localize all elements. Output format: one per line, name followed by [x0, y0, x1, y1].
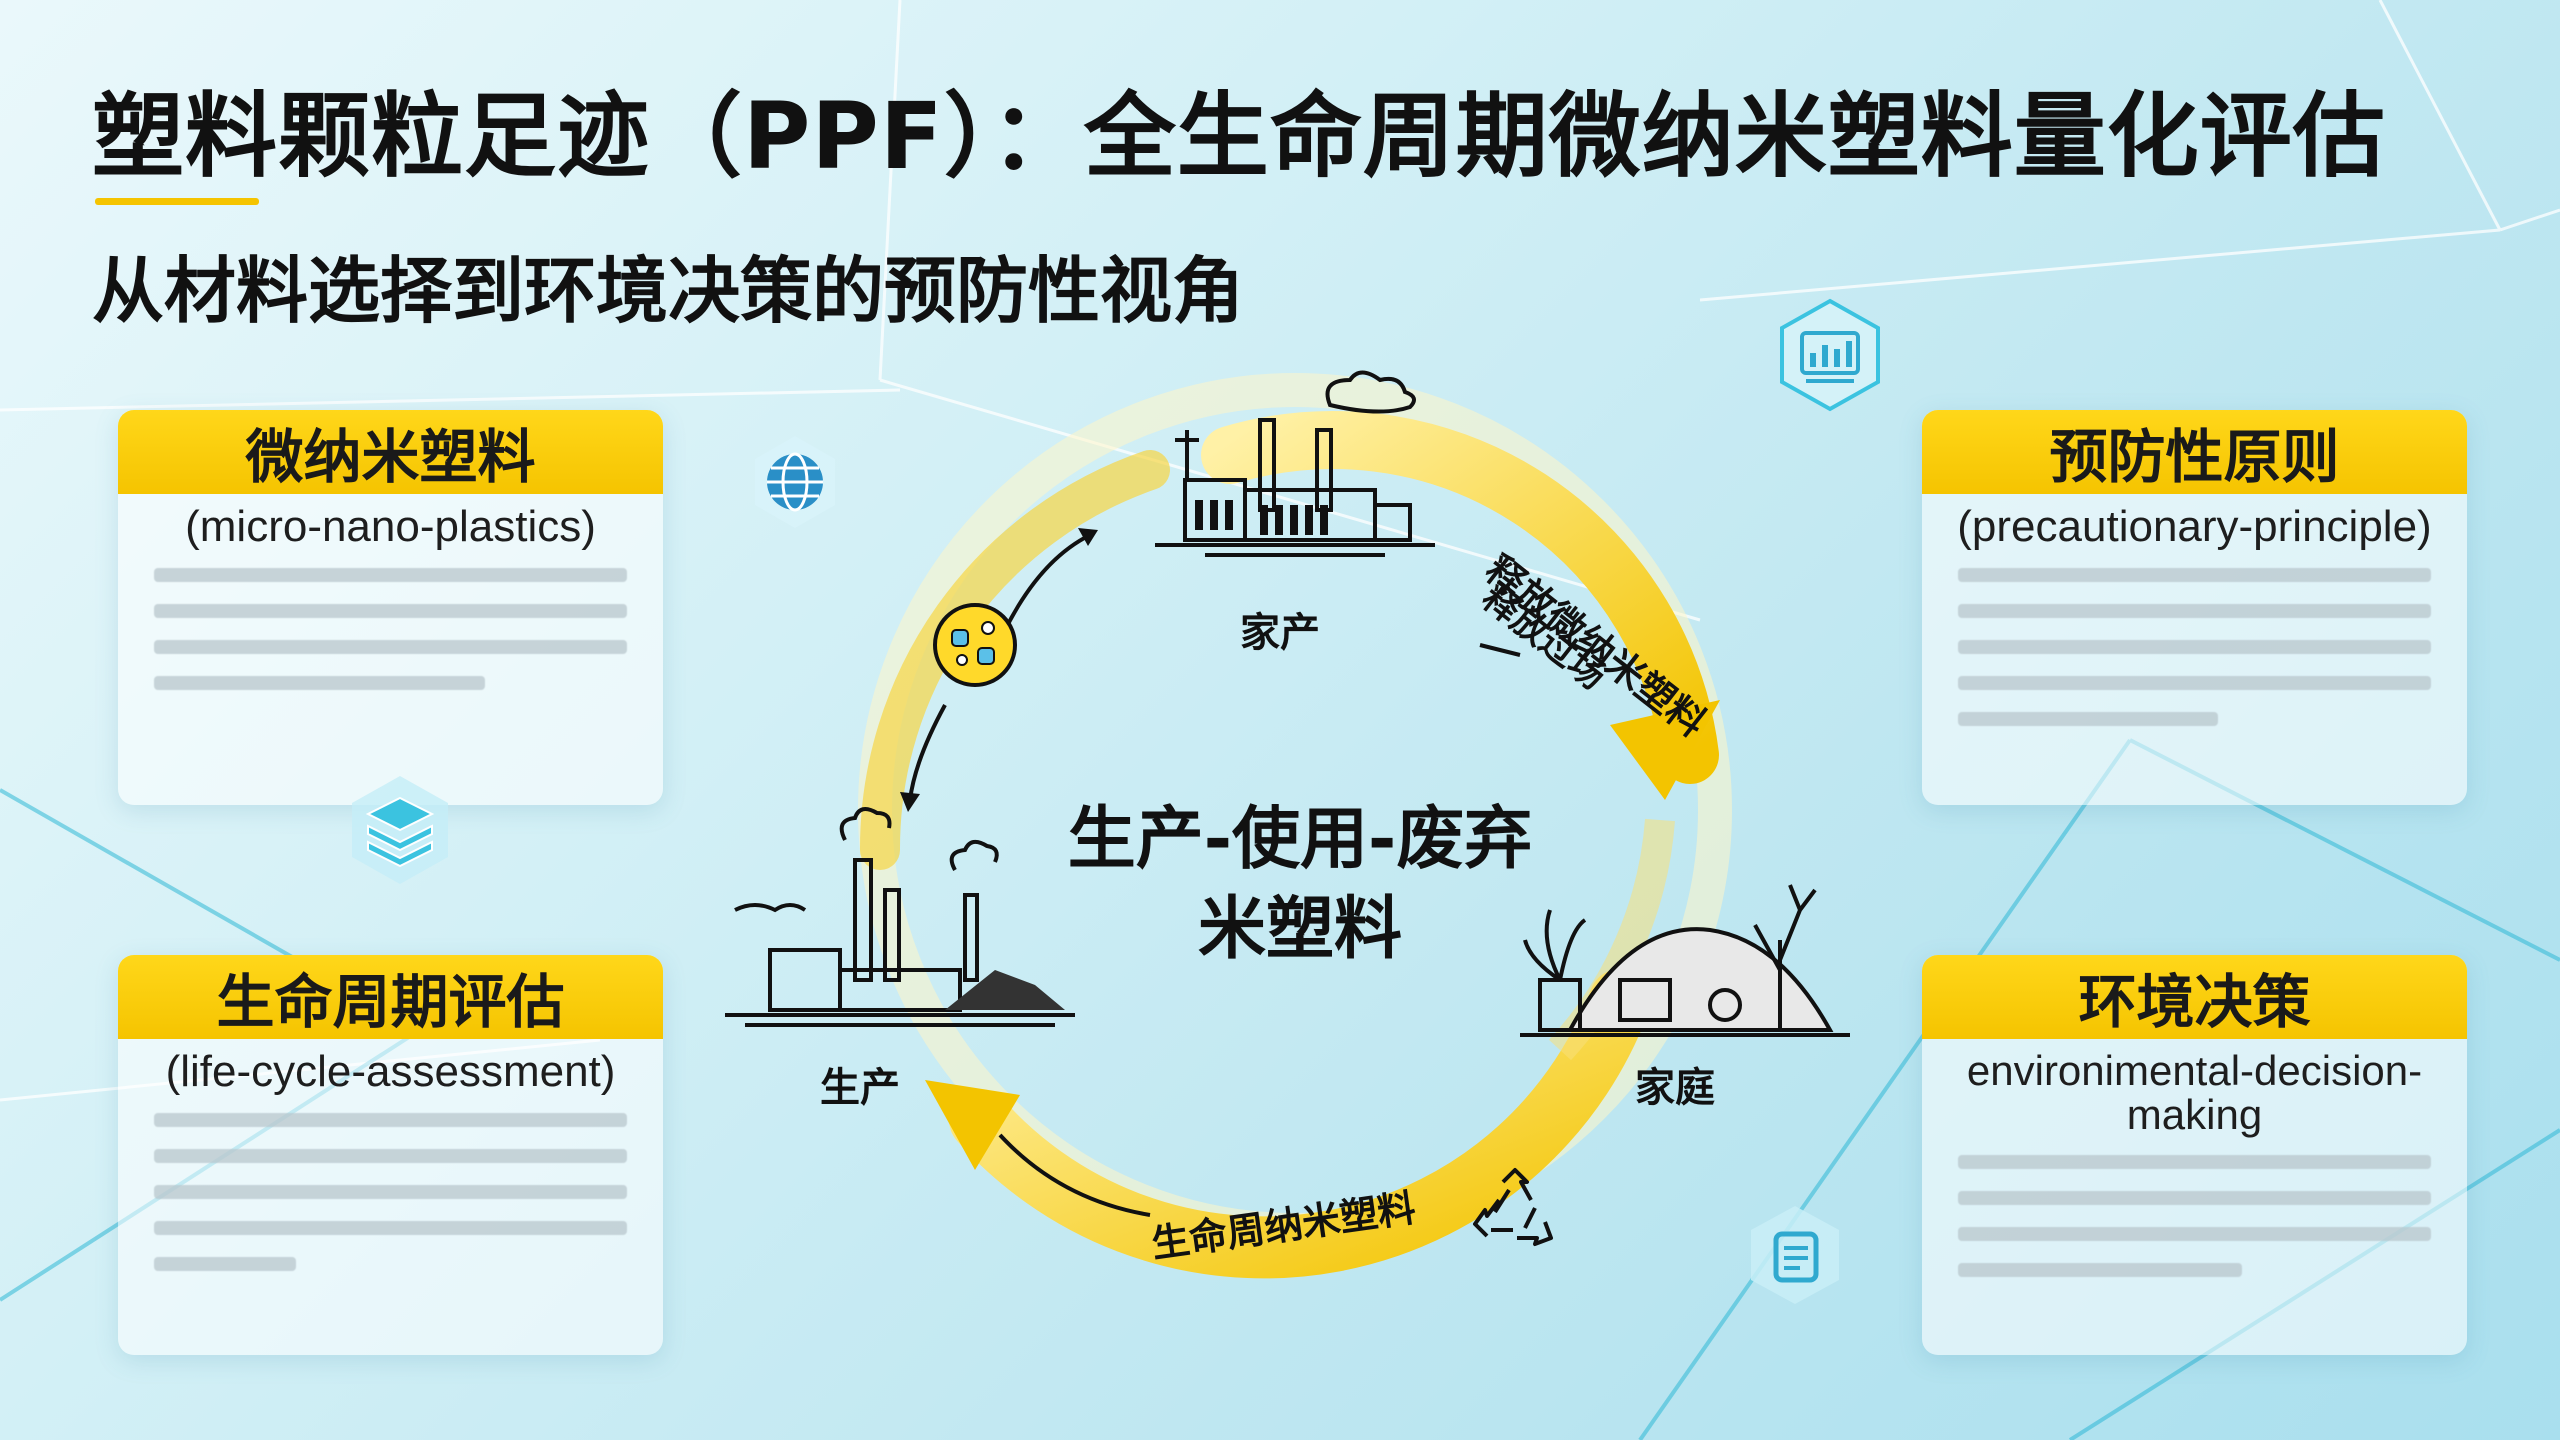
node-label-factory: 家产 [1240, 610, 1320, 656]
card-heading: 环境决策 [1922, 955, 2467, 1039]
card-english-label: (life-cycle-assessment) [165, 1047, 616, 1096]
node-label-production: 生产 [820, 1065, 900, 1111]
node-label-household: 家庭 [1635, 1065, 1715, 1111]
card-english-label: (micro-nano-plastics) [185, 502, 596, 551]
production-factory-icon [715, 800, 1085, 1050]
page-subtitle: 从材料选择到环境决策的预防性视角 [92, 249, 1245, 333]
card-heading: 生命周期评估 [118, 955, 663, 1039]
card-blurred-body [1958, 568, 2431, 727]
card-blurred-body [154, 1113, 627, 1272]
title-underline [95, 198, 259, 205]
layers-icon [340, 770, 460, 890]
card-micro-nano-plastics: 微纳米塑料 (micro-nano-plastics) [118, 410, 663, 805]
card-english-label: environimental-decision-making [1966, 1047, 2423, 1139]
recycle-icon [1465, 1160, 1565, 1260]
globe-icon [745, 432, 845, 532]
card-blurred-body [154, 568, 627, 691]
card-precautionary-principle: 预防性原则 (precautionary-principle) [1922, 410, 2467, 805]
document-icon [1740, 1200, 1850, 1310]
cycle-center-title: 生产-使用-废弃 米塑料 [1050, 795, 1550, 975]
card-english-label: (precautionary-principle) [1957, 502, 2432, 551]
card-environmental-decision: 环境决策 environimental-decision-making [1922, 955, 2467, 1355]
plastic-particles-icon [930, 600, 1020, 690]
chart-icon [1770, 295, 1890, 415]
cycle-center-line2: 米塑料 [1197, 890, 1402, 969]
card-blurred-body [1958, 1155, 2431, 1278]
cycle-center-line1: 生产-使用-废弃 [1067, 800, 1533, 879]
page-title: 塑料颗粒足迹（PPF）：全生命周期微纳米塑料量化评估 [92, 83, 2386, 190]
factory-icon [1145, 370, 1445, 590]
waste-pile-icon [1500, 830, 1860, 1060]
card-life-cycle-assessment: 生命周期评估 (life-cycle-assessment) [118, 955, 663, 1355]
card-heading: 预防性原则 [1922, 410, 2467, 494]
card-heading: 微纳米塑料 [118, 410, 663, 494]
